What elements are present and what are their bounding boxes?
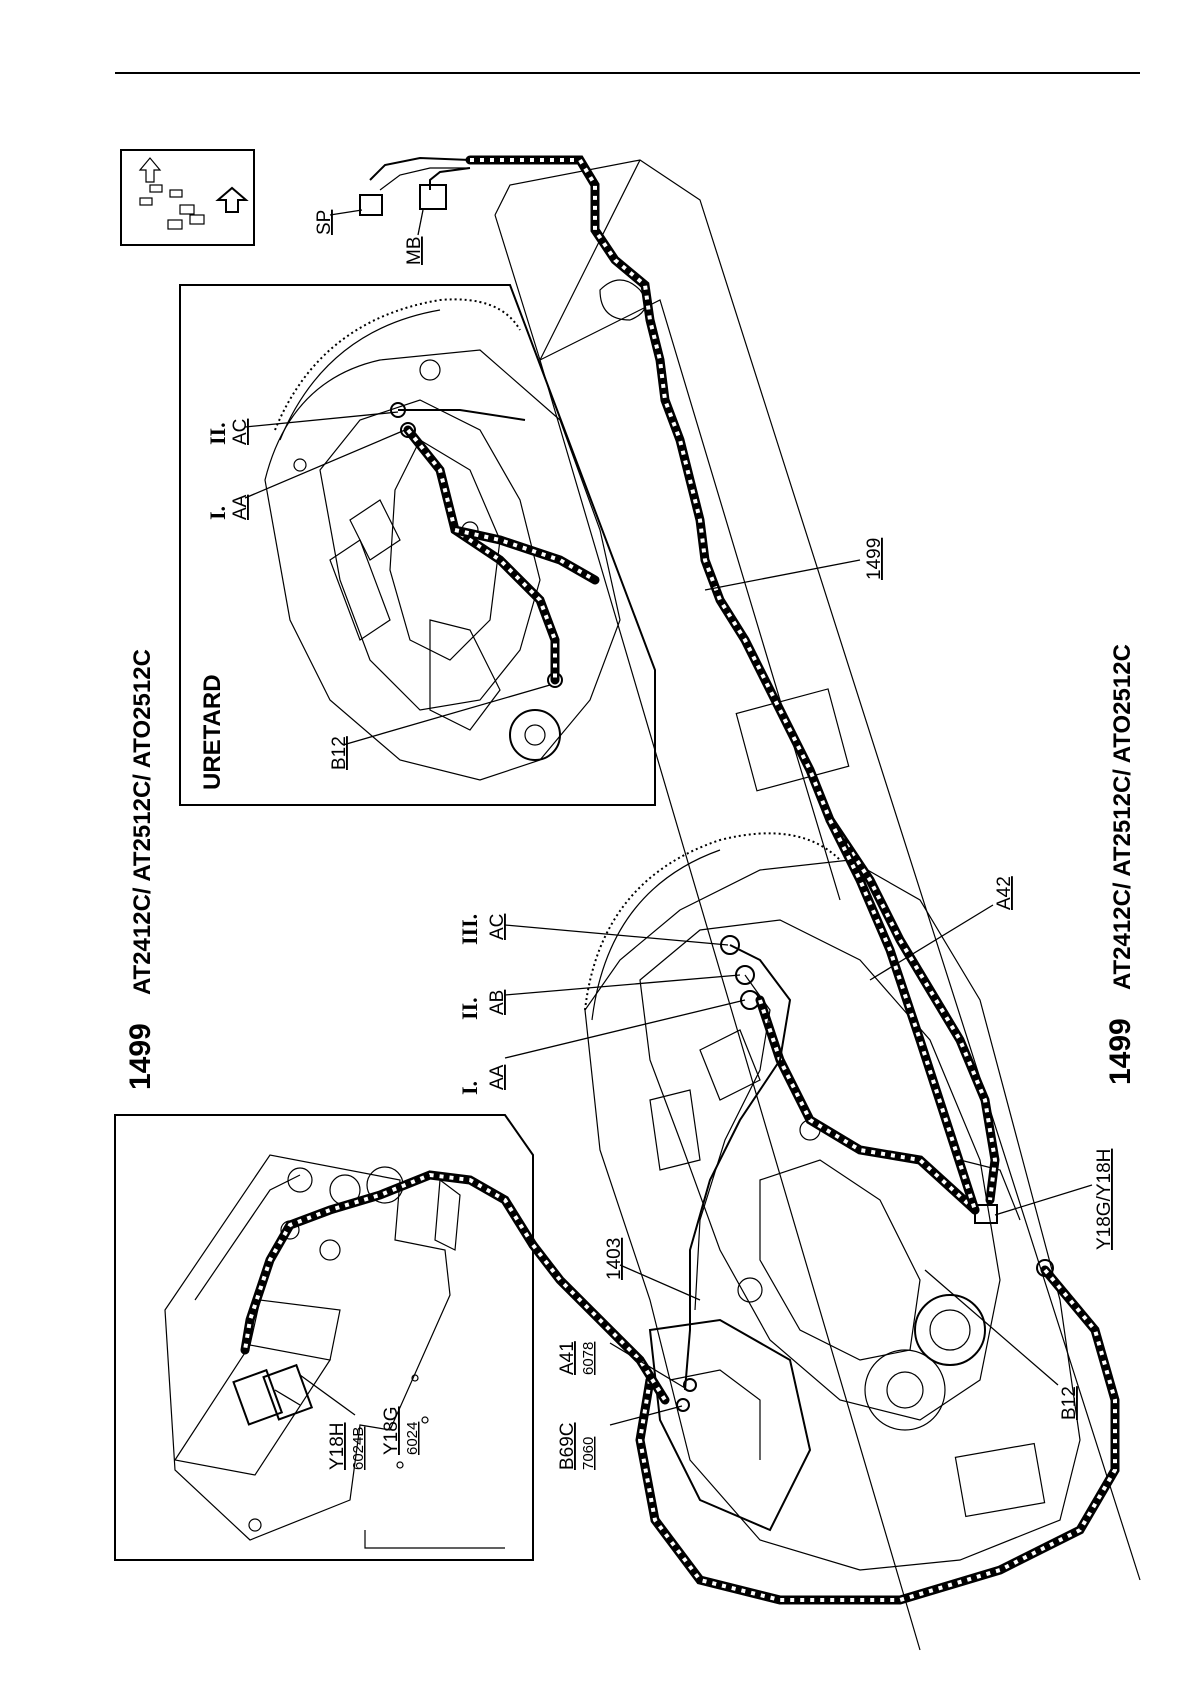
uretard-aa-label: AA <box>230 494 251 520</box>
b69c-number: 7060 <box>580 1437 597 1470</box>
main-aa-label: AA <box>487 1064 508 1090</box>
main-aa-roman: I. <box>457 1081 482 1095</box>
b69c-label: B69C <box>557 1422 578 1470</box>
vehicle-orientation-arrow-icon <box>121 150 254 245</box>
main-ab-label: AB <box>487 990 508 1015</box>
top-title-models: AT2412C/ AT2512C/ ATO2512C <box>129 649 156 995</box>
main-ac-roman: III. <box>457 914 482 945</box>
main-ab-roman: II. <box>457 997 482 1020</box>
y18h-label: Y18H <box>327 1422 348 1470</box>
main-gearbox <box>585 833 1080 1570</box>
uretard-ac-roman: II. <box>205 422 230 445</box>
y18h-number: 6024B <box>350 1427 367 1470</box>
top-title-number: 1499 <box>124 1023 157 1090</box>
mb-label: MB <box>404 237 425 266</box>
main-ac-label: AC <box>487 914 508 940</box>
bottom-title-models: AT2412C/ AT2512C/ ATO2512C <box>1109 644 1136 990</box>
uretard-label: URETARD <box>199 674 226 790</box>
valve-inset <box>115 1115 533 1560</box>
bottom-title-number: 1499 <box>1104 1018 1137 1085</box>
main-b12-label: B12 <box>1059 1386 1080 1420</box>
a41-label: A41 <box>557 1341 578 1375</box>
harness-1403-label: 1403 <box>604 1238 625 1280</box>
harness-1499 <box>470 160 1115 1600</box>
uretard-b12-label: B12 <box>329 736 350 770</box>
a42-label: A42 <box>994 876 1015 910</box>
uretard-inset <box>180 285 655 805</box>
y18g-label: Y18G <box>381 1406 402 1455</box>
mb-connector <box>420 168 470 209</box>
uretard-aa-roman: I. <box>205 506 230 520</box>
uretard-ac-label: AC <box>230 419 251 445</box>
y18g-number: 6024 <box>404 1422 421 1455</box>
chassis-frame-rail <box>495 160 1140 1650</box>
a41-number: 6078 <box>580 1342 597 1375</box>
sp-label: SP <box>314 210 335 235</box>
y18gy18h-label: Y18G/Y18H <box>1094 1149 1115 1250</box>
sp-connector <box>360 158 470 215</box>
harness-1499-label: 1499 <box>864 538 885 580</box>
